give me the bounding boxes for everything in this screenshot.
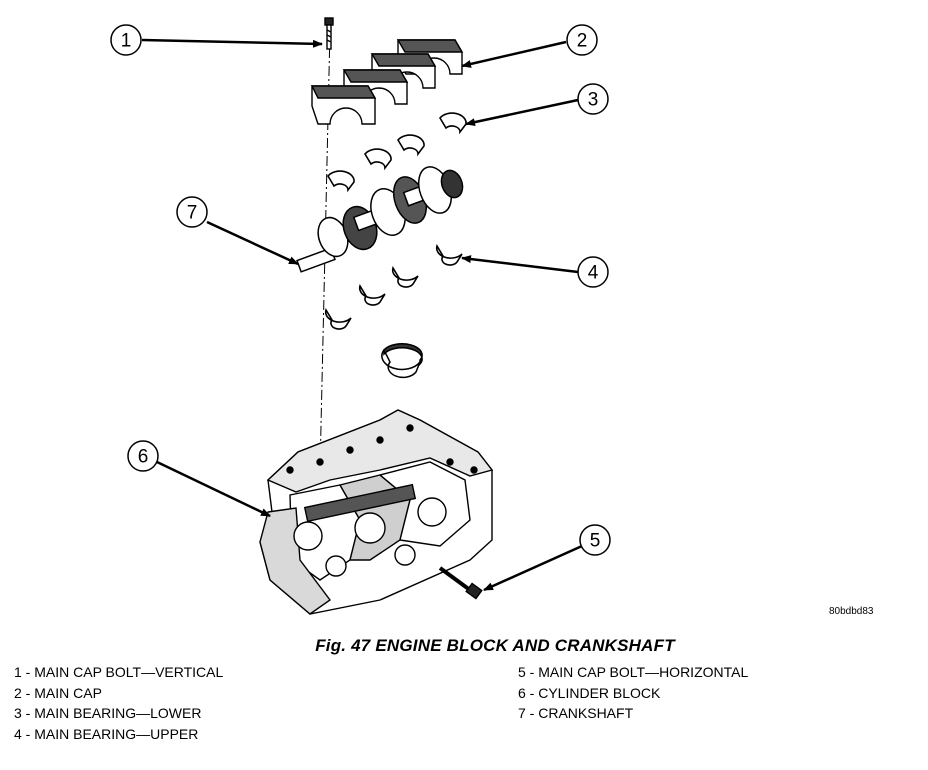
main-caps: [310, 39, 464, 125]
legend-item-cylinder-block: 6 - CYLINDER BLOCK: [518, 684, 661, 701]
legend-item-main-cap-bolt-horizontal: 5 - MAIN CAP BOLT—HORIZONTAL: [518, 664, 749, 680]
callout-circle-7: [176, 196, 208, 228]
leader-arrows: [141, 38, 583, 592]
main-cap-bolt-vertical: [324, 17, 334, 50]
figure-caption: Fig. 47 ENGINE BLOCK AND CRANKSHAFT: [315, 636, 675, 655]
callout-circle-4: [577, 256, 609, 288]
legend-left-column: 1 - MAIN CAP BOLT—VERTICAL 2 - MAIN CAP …: [14, 662, 223, 744]
callout-number-4: 4: [588, 263, 599, 284]
main-bearings-upper: [324, 244, 463, 330]
callout-circle-6: [127, 440, 159, 472]
callout-circle-1: [110, 24, 142, 56]
callout-circle-2: [566, 24, 598, 56]
arrow-2: [461, 40, 567, 68]
callout-number-1: 1: [121, 31, 132, 52]
thrust-bearing: [381, 343, 423, 379]
legend-item-main-cap-bolt-vertical: 1 - MAIN CAP BOLT—VERTICAL: [14, 664, 224, 680]
cylinder-block: [259, 409, 494, 615]
callout-number-3: 3: [588, 90, 599, 111]
crankshaft: [296, 166, 464, 273]
callout-circle-5: [579, 524, 611, 556]
arrow-7: [206, 220, 299, 266]
arrow-3: [465, 98, 579, 127]
callout-circle-3: [577, 83, 609, 115]
main-bearings-lower: [327, 112, 467, 193]
legend-item-crankshaft: 7 - CRANKSHAFT: [518, 705, 634, 721]
engine-block-diagram: 1 2 3 4 5 6 7: [110, 17, 611, 615]
legend-item-main-cap: 2 - MAIN CAP: [14, 684, 102, 701]
arrow-6: [156, 460, 271, 518]
legend-item-main-bearing-upper: 4 - MAIN BEARING—UPPER: [14, 725, 199, 742]
callout-number-7: 7: [187, 203, 198, 224]
legend-item-main-bearing-lower: 3 - MAIN BEARING—LOWER: [14, 705, 202, 721]
drawing-code: 80bdbd83: [829, 606, 874, 617]
legend-right-column: 5 - MAIN CAP BOLT—HORIZONTAL 6 - CYLINDE…: [518, 662, 748, 724]
callout-number-5: 5: [590, 531, 601, 552]
callout-number-6: 6: [138, 447, 149, 468]
main-cap-bolt-horizontal: [438, 566, 483, 600]
arrow-5: [483, 544, 583, 592]
arrow-4: [461, 255, 579, 274]
callout-circles: [110, 24, 611, 556]
callout-number-2: 2: [577, 31, 588, 52]
arrow-1: [141, 38, 323, 48]
